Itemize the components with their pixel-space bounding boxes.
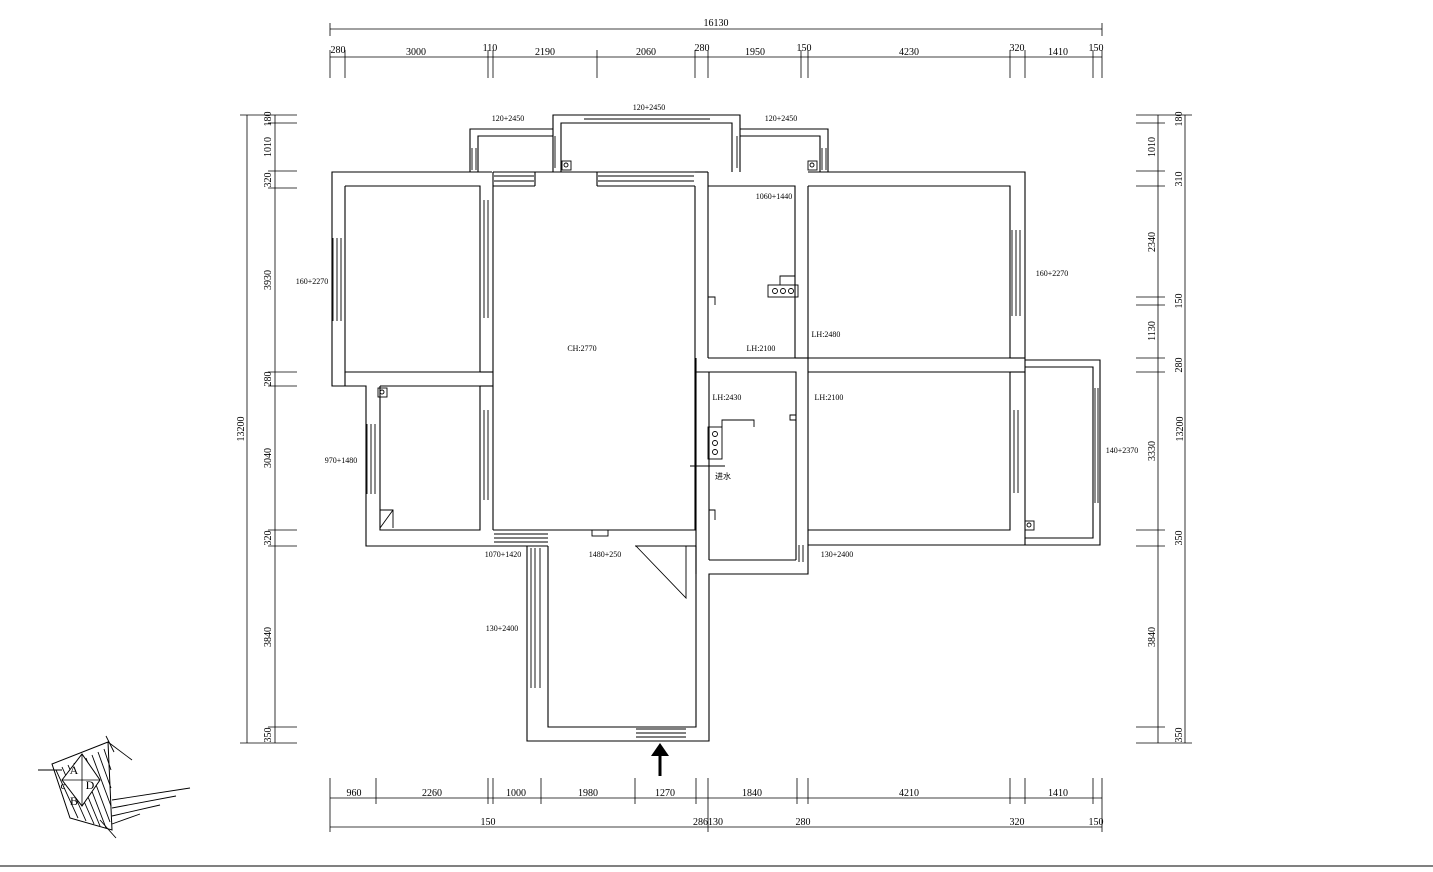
label-win-right-upper: 160+2270: [1036, 269, 1069, 278]
right-dim-4: 150: [1174, 294, 1185, 309]
right-dim-2: 310: [1174, 172, 1185, 187]
left-dim-4: 280: [263, 372, 274, 387]
top-total-dim: 16130: [704, 18, 729, 29]
label-lh-2480: LH:2480: [812, 330, 841, 339]
bottom-lower-2: 6130: [703, 817, 723, 828]
windows: [332, 118, 1099, 738]
label-kitchen-window: 1060+1440: [756, 192, 793, 201]
bottom-dim-7: 1410: [1048, 788, 1068, 799]
left-dim-8: 350: [263, 728, 274, 743]
compass-b: B: [70, 794, 78, 808]
bottom-segment-labels: 960 2260 1000 1980 1270 1840 4210 1410 1…: [347, 788, 1104, 828]
right-dim-8: 350: [1174, 531, 1185, 546]
label-door-bottom-center: 1480+250: [589, 550, 622, 559]
label-lh-2430: LH:2430: [713, 393, 742, 402]
bottom-dim-1: 2260: [422, 788, 442, 799]
label-door-bottom-left: 1070+1420: [485, 550, 522, 559]
compass-d: D: [86, 778, 95, 792]
label-win-left-upper: 160+2270: [296, 277, 329, 286]
bottom-dim-5: 1840: [742, 788, 762, 799]
top-dimension-chain: [329, 23, 1103, 78]
right-dim-5: 1130: [1147, 321, 1158, 341]
left-segment-labels: 180 1010 320 3930 280 3040 320 3840 350: [263, 112, 274, 743]
compass-a: A: [70, 763, 79, 777]
top-dim-6: 1950: [745, 47, 765, 58]
bottom-lower-4: 320: [1010, 817, 1025, 828]
label-win-left-lower: 970+1480: [325, 456, 358, 465]
right-dim-9: 3840: [1147, 627, 1158, 647]
exterior-walls: [331, 114, 1101, 742]
bottom-lower-1: 28: [693, 817, 703, 828]
bottom-dim-4: 1270: [655, 788, 675, 799]
left-dim-1: 1010: [263, 137, 274, 157]
label-water-inlet: 进水: [715, 471, 731, 481]
top-dim-1: 3000: [406, 47, 426, 58]
label-living-height: CH:2770: [567, 344, 596, 353]
left-dim-6: 320: [263, 531, 274, 546]
top-dim-2: 110: [483, 43, 498, 54]
right-dim-7: 3330: [1147, 441, 1158, 461]
left-dim-5: 3040: [263, 448, 274, 468]
top-dim-7: 150: [797, 43, 812, 54]
label-win-top-right: 120+2450: [765, 114, 798, 123]
top-dim-5: 280: [695, 43, 710, 54]
entrance-arrow-icon: [651, 743, 669, 776]
right-dim-1: 1010: [1147, 137, 1158, 157]
label-win-top-center: 120+2450: [633, 103, 666, 112]
left-dim-2: 320: [263, 173, 274, 188]
top-dim-8: 4230: [899, 47, 919, 58]
right-dimension-chain: [1136, 114, 1192, 744]
top-segment-labels: 280 3000 110 2190 2060 280 1950 150 4230…: [331, 43, 1104, 58]
left-dimension-chain: [240, 114, 297, 744]
right-dim-3: 2340: [1147, 232, 1158, 252]
bottom-dimension-chain: [329, 778, 1103, 832]
compass-c: c: [61, 780, 66, 792]
top-dim-3: 2190: [535, 47, 555, 58]
left-dim-3: 3930: [263, 270, 274, 290]
label-win-right-lower: 140+2370: [1106, 446, 1139, 455]
left-total-dim: 13200: [236, 417, 247, 442]
label-door-bottom-right: 130+2400: [821, 550, 854, 559]
top-dim-9: 320: [1010, 43, 1025, 54]
label-win-top-left: 120+2450: [492, 114, 525, 123]
label-lh-2100-b: LH:2100: [815, 393, 844, 402]
bottom-lower-0: 150: [481, 817, 496, 828]
right-dim-10: 350: [1174, 728, 1185, 743]
left-dim-7: 3840: [263, 627, 274, 647]
bottom-dim-6: 4210: [899, 788, 919, 799]
top-dim-11: 150: [1089, 43, 1104, 54]
top-dim-10: 1410: [1048, 47, 1068, 58]
top-dim-0: 280: [331, 45, 346, 56]
bottom-dim-0: 960: [347, 788, 362, 799]
right-dim-6: 280: [1174, 358, 1185, 373]
right-total-dim: 13200: [1175, 417, 1186, 442]
plan-labels: 120+2450 120+2450 120+2450 160+2270 970+…: [296, 103, 1139, 633]
right-segment-labels: 180 1010 310 2340 150 1130 280 3330 350 …: [1147, 112, 1185, 743]
left-dim-0: 180: [263, 112, 274, 127]
top-dim-4: 2060: [636, 47, 656, 58]
label-lh-2100-a: LH:2100: [747, 344, 776, 353]
bottom-dim-3: 1980: [578, 788, 598, 799]
bottom-dim-2: 1000: [506, 788, 526, 799]
bottom-lower-5: 150: [1089, 817, 1104, 828]
bottom-lower-3: 280: [796, 817, 811, 828]
right-dim-0: 180: [1174, 112, 1185, 127]
compass-logo: A B c D: [38, 735, 191, 839]
label-balcony-left: 130+2400: [486, 624, 519, 633]
